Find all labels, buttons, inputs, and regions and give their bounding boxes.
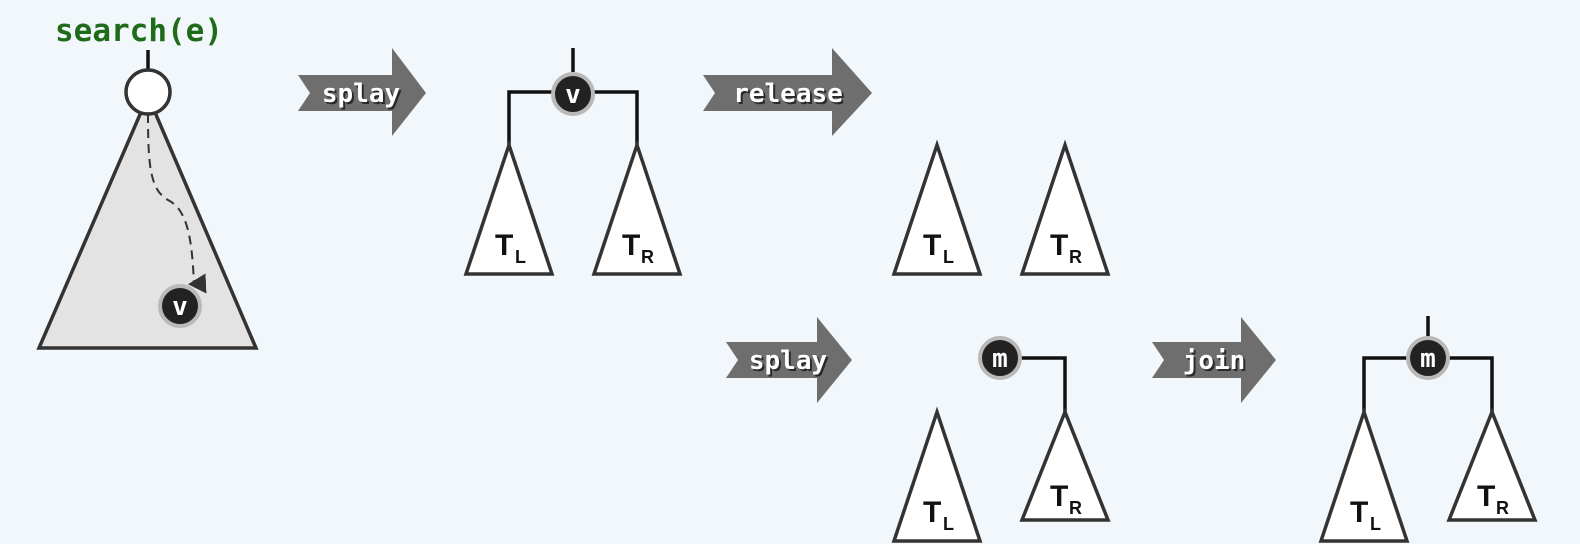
step-arrow-splay-2: splay splay [726, 317, 852, 403]
step-label: join [1183, 346, 1246, 376]
step-arrow-join: join join [1152, 317, 1276, 403]
node-label: v [172, 292, 188, 322]
subtree-label: T [1350, 496, 1368, 529]
subtree-tl: T L [1318, 406, 1410, 543]
initial-tree: v [36, 50, 259, 350]
operation-title: search(e) [55, 13, 223, 49]
subtree-subscript: R [1496, 498, 1509, 518]
subtree-subscript: L [943, 247, 954, 267]
step-arrow-splay-1: splay splay [298, 48, 426, 136]
search-path-arrow [147, 113, 207, 294]
splayed-right-subtree: T L T R m [891, 336, 1111, 543]
node-circle [1406, 336, 1450, 380]
node-label: m [1420, 344, 1436, 374]
subtree-label: T [1477, 480, 1495, 513]
subtree-subscript: L [1370, 514, 1381, 534]
splayed-tree: T L T R v [463, 48, 683, 276]
subtree-subscript: L [943, 514, 954, 534]
node-label: m [992, 344, 1008, 374]
step-arrow-release: release release [703, 48, 872, 136]
subtree-label: T [923, 496, 941, 529]
svg-text:splay: splay [751, 348, 829, 378]
subtree-tl: T L [891, 406, 983, 543]
step-label: splay [322, 79, 400, 109]
root-node-m: m [1406, 336, 1450, 380]
subtree-tl: T L [891, 139, 983, 276]
subtree-subscript: R [1069, 498, 1082, 518]
node-circle [978, 336, 1022, 380]
step-label: release [733, 79, 843, 109]
subtree-subscript: R [641, 247, 654, 267]
target-node-v: v [158, 284, 202, 328]
subtree-label: T [923, 229, 941, 262]
root-node [124, 68, 172, 116]
root-node-v: v [551, 72, 595, 116]
svg-text:join: join [1185, 348, 1248, 378]
subtree-label: T [495, 229, 513, 262]
subtree-label: T [1050, 480, 1068, 513]
node-label: v [565, 80, 581, 110]
subtree-tr: T R [591, 139, 683, 276]
subtree-subscript: L [515, 247, 526, 267]
subtree-tl: T L [463, 139, 555, 276]
subtree-label: T [622, 229, 640, 262]
subtree-tr: T R [1019, 407, 1111, 522]
joined-tree: T L T R m [1318, 316, 1538, 543]
node-m: m [978, 336, 1022, 380]
subtree-tr: T R [1446, 407, 1538, 522]
step-label: splay [749, 346, 827, 376]
subtree-subscript: R [1069, 247, 1082, 267]
svg-text:release: release [735, 81, 845, 111]
svg-text:splay: splay [324, 81, 402, 111]
node-circle [158, 284, 202, 328]
node-circle [551, 72, 595, 116]
subtree-tr: T R [1019, 139, 1111, 276]
subtree-label: T [1050, 229, 1068, 262]
released-subtrees: T L T R [891, 139, 1111, 276]
